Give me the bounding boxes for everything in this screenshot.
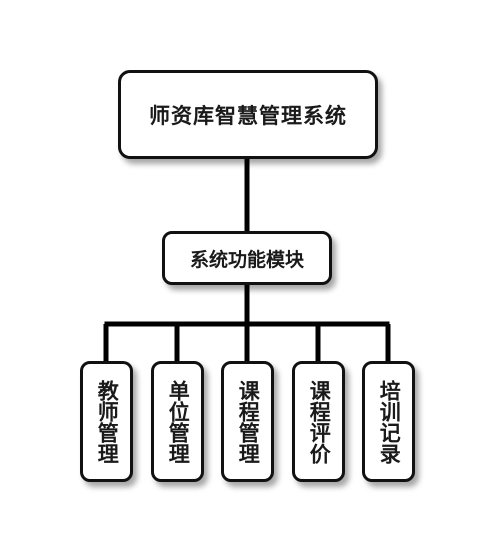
leaf-node-training-records: 培训记录 — [362, 361, 415, 482]
leaf-node-label: 单位管理 — [166, 379, 191, 464]
module-node: 系统功能模块 — [162, 231, 332, 285]
leaf-node-label: 课程评价 — [307, 379, 332, 464]
root-node-label: 师资库智慧管理系统 — [149, 103, 347, 128]
root-node: 师资库智慧管理系统 — [118, 70, 378, 159]
leaf-node-course-evaluation: 课程评价 — [292, 361, 345, 482]
leaf-node-unit-management: 单位管理 — [151, 361, 204, 482]
leaf-node-label: 培训记录 — [377, 379, 402, 464]
module-node-label: 系统功能模块 — [189, 248, 304, 271]
leaf-node-label: 教师管理 — [95, 379, 120, 464]
leaf-node-teacher-management: 教师管理 — [80, 361, 133, 482]
leaf-node-course-management: 课程管理 — [221, 361, 274, 482]
leaf-node-label: 课程管理 — [236, 379, 261, 464]
